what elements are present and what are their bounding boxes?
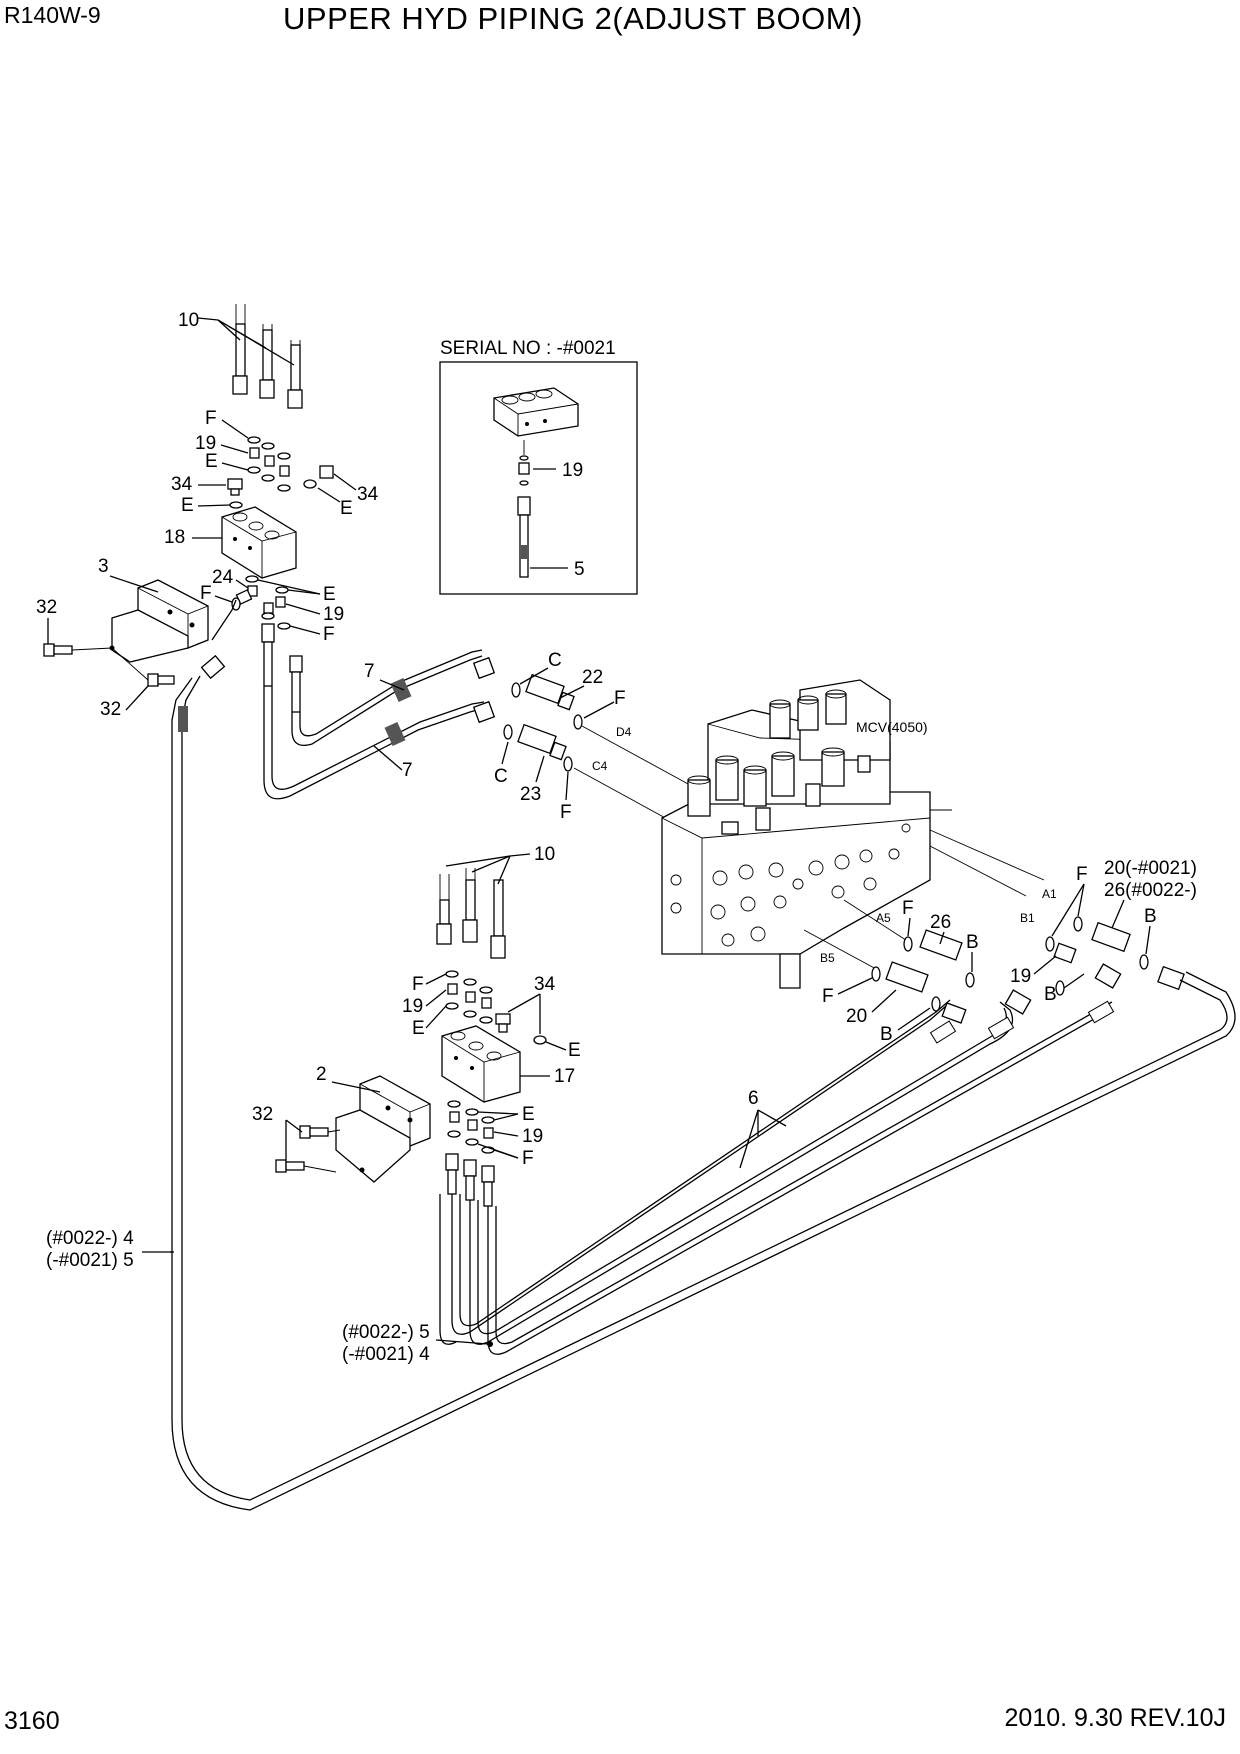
inset-label-19: 19 — [562, 460, 583, 481]
adapters-22-23 — [503, 673, 583, 772]
label-20: 20 — [846, 1006, 867, 1027]
label-E-top2: E — [181, 495, 194, 516]
label-F-top2: F — [200, 583, 212, 604]
label-23: 23 — [520, 784, 541, 805]
label-3: 3 — [98, 556, 109, 577]
page-number: 3160 — [4, 1707, 60, 1735]
label-F-r1: F — [1076, 864, 1088, 885]
label-10-top: 10 — [178, 310, 199, 331]
label-34-lower: 34 — [534, 974, 556, 995]
label-2: 2 — [316, 1064, 327, 1085]
top-block-assembly: 10 F 19 E 34 E — [36, 304, 379, 720]
hose-4-5-long — [142, 599, 1236, 1511]
label-F-low2: F — [522, 1148, 534, 1169]
label-E-top3: E — [340, 498, 353, 519]
bolts-32-top — [43, 643, 175, 687]
label-variant-left-b: (-#0021) 5 — [46, 1250, 134, 1271]
label-B-r2: B — [966, 932, 979, 953]
label-7-lower: 7 — [402, 760, 413, 781]
port-D4: D4 — [616, 725, 632, 739]
label-18: 18 — [164, 527, 185, 548]
inset-frame — [439, 361, 638, 595]
port-A1: A1 — [1042, 887, 1057, 901]
label-20-26-a: 20(-#0021) — [1104, 858, 1197, 879]
hoses-7 — [261, 623, 496, 800]
label-variant-bottom-a: (#0022-) 5 — [342, 1322, 430, 1343]
label-mcv: MCV(4050) — [856, 719, 928, 735]
label-32-lower: 32 — [252, 1104, 273, 1125]
lower-hoses-10 — [436, 868, 506, 959]
label-F-r2: F — [902, 898, 914, 919]
label-19-top1: 19 — [195, 433, 216, 454]
label-F-r3: F — [822, 986, 834, 1007]
label-22: 22 — [582, 667, 603, 688]
lower-block-assembly: 10 F 19 E 34 — [252, 844, 581, 1183]
label-10-lower: 10 — [534, 844, 555, 865]
label-34-top-left: 34 — [171, 474, 193, 495]
label-26: 26 — [930, 912, 951, 933]
label-F-23: F — [560, 802, 572, 823]
right-adapters — [871, 916, 1185, 1024]
label-20-26-b: 26(#0022-) — [1104, 880, 1197, 901]
model-code: R140W-9 — [4, 2, 101, 28]
label-17: 17 — [554, 1066, 575, 1087]
label-19-low1: 19 — [402, 996, 423, 1017]
label-E-low2: E — [568, 1040, 581, 1061]
bracket-3 — [109, 579, 209, 663]
label-E-low1: E — [412, 1018, 425, 1039]
label-32-top1: 32 — [36, 597, 57, 618]
label-variant-bottom-b: (-#0021) 4 — [342, 1344, 430, 1365]
label-34-top-right: 34 — [357, 484, 379, 505]
inset-caption: SERIAL NO : -#0021 — [440, 338, 616, 359]
label-24: 24 — [212, 567, 234, 588]
label-19-right: 19 — [1010, 966, 1031, 987]
serial-inset: SERIAL NO : -#0021 19 5 — [439, 338, 638, 595]
port-B5: B5 — [820, 951, 835, 965]
revision-date: 2010. 9.30 REV.10J — [1004, 1704, 1226, 1732]
label-32-top2: 32 — [100, 699, 121, 720]
inset-label-5: 5 — [574, 559, 585, 580]
label-F-top1: F — [205, 408, 217, 429]
bracket-2 — [335, 1075, 431, 1183]
label-E-top4: E — [323, 584, 336, 605]
label-B-r1: B — [1144, 906, 1157, 927]
port-B1: B1 — [1020, 911, 1035, 925]
block-17 — [441, 1025, 521, 1103]
label-B-r4: B — [880, 1024, 893, 1045]
label-variant-left-a: (#0022-) 4 — [46, 1228, 134, 1249]
label-6: 6 — [748, 1088, 759, 1109]
label-E-low3: E — [522, 1104, 535, 1125]
label-19-top2: 19 — [323, 604, 344, 625]
label-E-top1: E — [205, 451, 218, 472]
label-F-top3: F — [323, 624, 335, 645]
page-title: UPPER HYD PIPING 2(ADJUST BOOM) — [283, 1, 863, 36]
top-hoses-10 — [232, 304, 303, 409]
port-C4: C4 — [592, 759, 608, 773]
label-C-upper: C — [548, 650, 562, 671]
label-19-low2: 19 — [522, 1126, 543, 1147]
label-F-low1: F — [412, 974, 424, 995]
label-B-r3: B — [1044, 984, 1057, 1005]
port-A5: A5 — [876, 911, 891, 925]
hoses-6 — [439, 999, 1115, 1355]
label-F-22: F — [614, 688, 626, 709]
main-control-valve — [661, 679, 952, 989]
inset-block — [493, 387, 579, 437]
label-7-upper: 7 — [364, 661, 375, 682]
label-C-lower: C — [494, 766, 508, 787]
block-18 — [221, 506, 297, 579]
